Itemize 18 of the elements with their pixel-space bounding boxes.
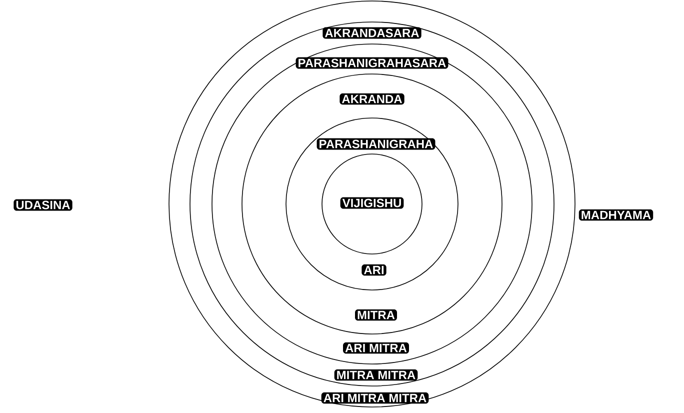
ring-label: MITRA MITRA [334, 369, 418, 381]
ring-circle [168, 0, 576, 408]
ring-circle [322, 154, 422, 254]
ring-label: AKRANDA [340, 93, 404, 105]
ring-circle [242, 74, 502, 334]
ring-label: AKRANDASARA [322, 27, 422, 39]
ring-label: ARI MITRA MITRA [321, 392, 429, 404]
ring-circle [190, 22, 554, 386]
ring-label: ARI MITRA [343, 342, 409, 354]
ring-circle [286, 118, 458, 290]
ring-circle [212, 44, 532, 364]
ring-label: MITRA [355, 309, 397, 321]
ring-label: PARASHANIGRAHA [316, 138, 436, 150]
ring-label: UDASINA [14, 199, 72, 211]
ring-label: PARASHANIGRAHASARA [296, 57, 448, 69]
ring-label: ARI [362, 264, 386, 276]
ring-label: VIJIGISHU [340, 197, 404, 209]
ring-label: MADHYAMA [578, 209, 654, 221]
